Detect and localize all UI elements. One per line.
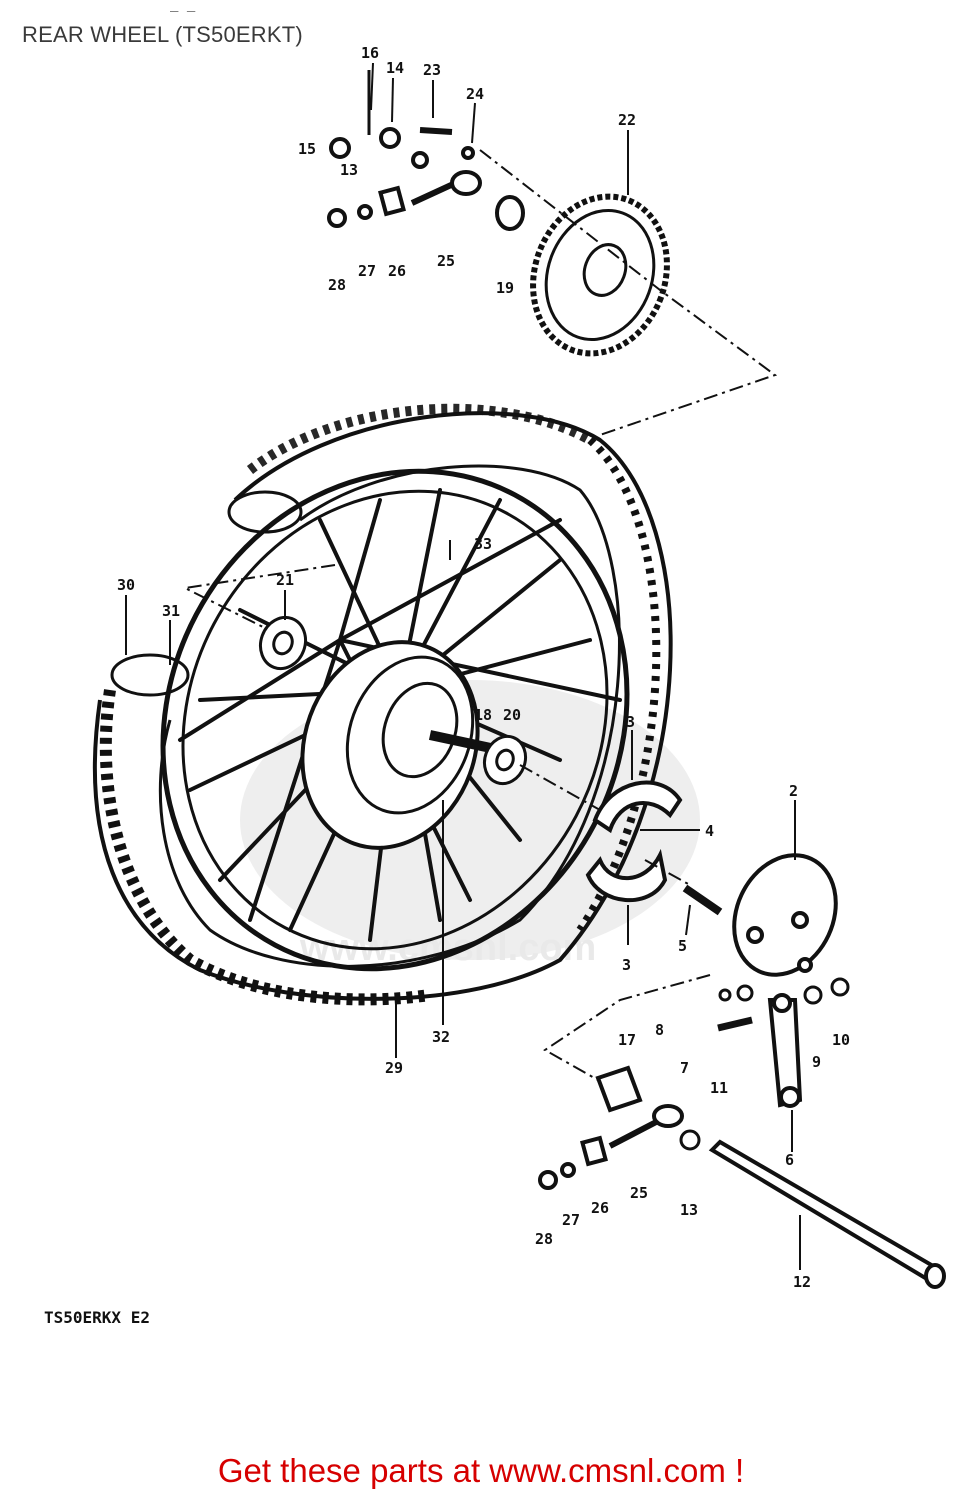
- part-label-9: 9: [812, 1053, 821, 1071]
- part-label-27b: 27: [562, 1211, 580, 1229]
- part-label-13b: 13: [680, 1201, 698, 1219]
- part-label-17: 17: [618, 1031, 636, 1049]
- part-label-30: 30: [117, 576, 135, 594]
- rim: [160, 468, 630, 972]
- sprocket: [530, 193, 670, 357]
- bolt-11: [717, 1016, 753, 1032]
- part-label-12: 12: [793, 1273, 811, 1291]
- brake-lever-6: [767, 993, 803, 1108]
- brake-shoes: [585, 780, 690, 903]
- callout-lines: [125, 62, 801, 1270]
- part-label-16: 16: [361, 44, 379, 62]
- part-label-18: 18: [474, 706, 492, 724]
- spacer-17: [595, 1065, 643, 1113]
- part-label-4: 4: [705, 822, 714, 840]
- part-label-25b: 25: [630, 1184, 648, 1202]
- scan-marks: ‾ ‾: [170, 10, 196, 26]
- part-label-27a: 27: [358, 262, 376, 280]
- part-label-25a: 25: [437, 252, 455, 270]
- part-label-14: 14: [386, 59, 404, 77]
- brake-cam-5: [682, 884, 723, 916]
- part-label-32: 32: [432, 1028, 450, 1046]
- part-label-26a: 26: [388, 262, 406, 280]
- part-label-33: 33: [474, 535, 492, 553]
- bearing-21: [258, 615, 308, 671]
- bearing-20: [482, 734, 528, 786]
- model-label: TS50ERKX E2: [44, 1308, 150, 1327]
- washers: [679, 977, 850, 1151]
- brake-panel: [732, 853, 838, 977]
- part-label-3a: 3: [626, 713, 635, 731]
- part-label-26b: 26: [591, 1199, 609, 1217]
- chain-adjuster-lower: [538, 1104, 684, 1190]
- part-label-31: 31: [162, 602, 180, 620]
- part-label-2: 2: [789, 782, 798, 800]
- part-labels: 16 14 23 24 22 15 13 25 19 28 27 26 33 3…: [117, 44, 850, 1291]
- part-label-7: 7: [680, 1059, 689, 1077]
- part-label-15: 15: [298, 140, 316, 158]
- part-label-28b: 28: [535, 1230, 553, 1248]
- part-label-29: 29: [385, 1059, 403, 1077]
- part-label-3b: 3: [622, 956, 631, 974]
- part-label-19: 19: [496, 279, 514, 297]
- part-label-13a: 13: [340, 161, 358, 179]
- hub: [300, 640, 502, 850]
- part-label-28a: 28: [328, 276, 346, 294]
- chain-adjuster-upper: [327, 70, 525, 231]
- part-label-24: 24: [466, 85, 484, 103]
- part-label-11: 11: [710, 1079, 728, 1097]
- page-title: REAR WHEEL (TS50ERKT): [22, 22, 303, 47]
- part-label-5: 5: [678, 937, 687, 955]
- leader-lines: [181, 149, 778, 1081]
- part-label-8: 8: [655, 1021, 664, 1039]
- part-label-20: 20: [503, 706, 521, 724]
- part-label-21: 21: [276, 571, 294, 589]
- axle: [708, 1139, 946, 1289]
- part-label-22: 22: [618, 111, 636, 129]
- part-label-10: 10: [832, 1031, 850, 1049]
- part-label-23: 23: [423, 61, 441, 79]
- part-label-6: 6: [785, 1151, 794, 1169]
- footer-link[interactable]: Get these parts at www.cmsnl.com !: [217, 1452, 745, 1489]
